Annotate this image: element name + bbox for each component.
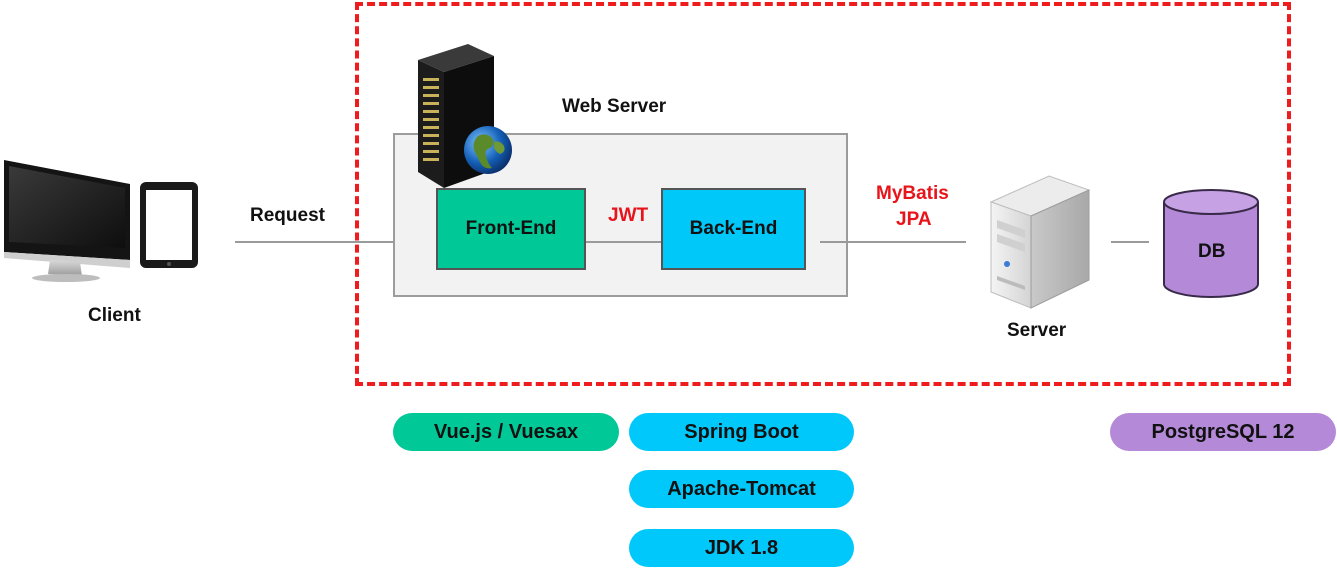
front-end-label: Front-End bbox=[465, 218, 557, 239]
tech-pill-postgresql: PostgreSQL 12 bbox=[1110, 413, 1336, 451]
web-server-title: Web Server bbox=[562, 96, 667, 117]
back-end-label: Back-End bbox=[689, 218, 778, 239]
mybatis-label: MyBatis bbox=[876, 183, 949, 204]
desktop-monitor-icon bbox=[4, 160, 130, 282]
globe-icon bbox=[464, 126, 512, 174]
tech-pill-spring-boot: Spring Boot bbox=[629, 413, 854, 451]
request-connector bbox=[235, 241, 438, 243]
client-devices bbox=[0, 150, 210, 290]
tech-pill-vue: Vue.js / Vuesax bbox=[393, 413, 619, 451]
front-end-box: Front-End bbox=[436, 188, 586, 270]
db-connector bbox=[1111, 241, 1149, 243]
jwt-label: JWT bbox=[608, 205, 649, 226]
server-label: Server bbox=[1007, 320, 1067, 341]
jpa-label: JPA bbox=[896, 209, 932, 230]
tech-pill-jdk: JDK 1.8 bbox=[629, 529, 854, 567]
database-cylinder-icon bbox=[1163, 189, 1259, 298]
orm-connector bbox=[820, 241, 966, 243]
database-cylinder: DB bbox=[1162, 188, 1260, 300]
db-label: DB bbox=[1198, 241, 1226, 262]
tech-pill-apache-tomcat: Apache-Tomcat bbox=[629, 470, 854, 508]
tower-server-icon bbox=[989, 175, 1091, 309]
request-label: Request bbox=[250, 205, 325, 226]
web-tier-boundary bbox=[355, 2, 1291, 386]
tablet-icon bbox=[140, 182, 198, 268]
back-end-box: Back-End bbox=[661, 188, 806, 270]
jwt-connector bbox=[586, 241, 661, 243]
client-label: Client bbox=[88, 305, 141, 326]
